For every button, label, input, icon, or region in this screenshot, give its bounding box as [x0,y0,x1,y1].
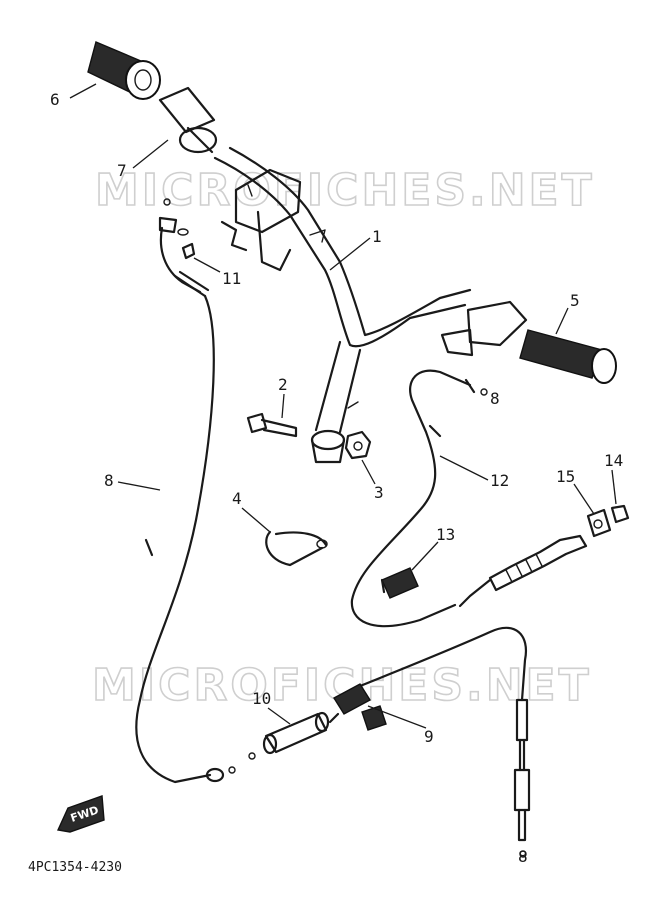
callout-ref-8-bottom: 8 [518,847,528,866]
callout-12: 12 [490,471,509,490]
handlebar [213,146,472,464]
callout-11: 11 [222,269,241,288]
bolt [246,412,298,438]
callout-6: 6 [50,90,60,109]
brake-cable-right [348,626,531,858]
front-direction-marker: FWD [56,795,105,833]
callout-10: 10 [252,689,271,708]
right-grip [440,300,617,384]
throttle-tube [262,711,330,755]
callout-1: 1 [372,227,382,246]
throttle-grip [158,86,218,154]
leader-lines [69,83,617,729]
diagram-code: 4PC1354-4230 [28,860,122,875]
watermark-top: MICROFICHES.NET [95,165,595,216]
left-grip [87,41,161,100]
callout-4: 4 [232,489,242,508]
threaded-adjuster [458,534,588,608]
callout-8: 8 [104,471,114,490]
brake-cable-left [135,226,256,784]
clutch-cable [350,369,488,628]
cable-clip [380,567,419,599]
nut [344,430,372,460]
callout-ref-8-top: 8 [490,389,500,408]
callout-7: 7 [117,161,127,180]
cable-band [265,530,328,567]
cable-end-fitting [586,504,630,538]
adjuster-nut [158,198,196,260]
callout-5: 5 [570,291,580,310]
callout-14: 14 [604,451,623,470]
callout-2: 2 [278,375,288,394]
callout-9: 9 [424,727,434,746]
callout-15: 15 [556,467,575,486]
callout-13: 13 [436,525,455,544]
callout-3: 3 [374,483,384,502]
